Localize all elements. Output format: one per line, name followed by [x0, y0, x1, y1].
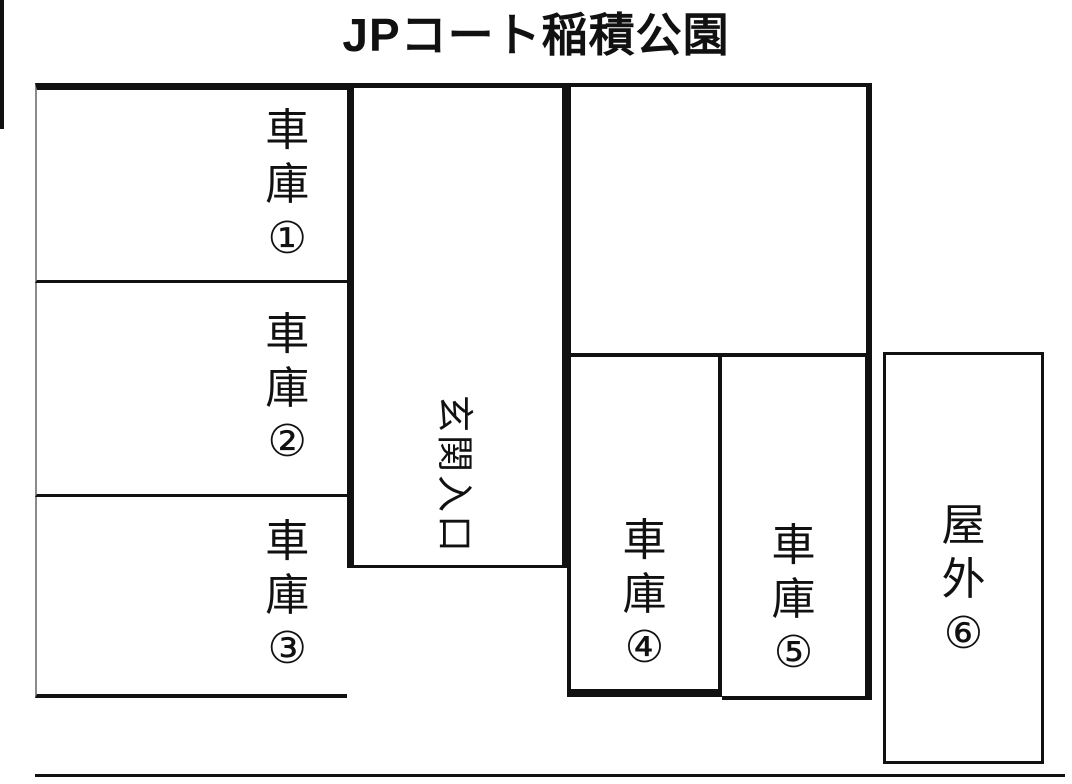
entrance-area: 玄関入口: [347, 83, 567, 568]
map-title: JPコート稲積公園: [342, 9, 730, 61]
garage-4-area: 車庫④: [567, 357, 722, 697]
entrance-label: 玄関入口: [434, 395, 475, 555]
garage-2-label: 車庫②: [265, 309, 310, 467]
garage-4-label: 車庫④: [622, 515, 667, 673]
wall-segment: [0, 0, 4, 129]
outdoor-6-area: 屋外⑥: [883, 352, 1044, 764]
garage-1-label: 車庫①: [265, 106, 310, 263]
garage-2-area: 車庫②: [35, 283, 347, 497]
bottom-boundary-line: [35, 774, 1065, 777]
garage-1-area: 車庫①: [35, 83, 347, 283]
garage-5-area: 車庫⑤: [722, 357, 872, 700]
garage-3-area: 車庫③: [35, 497, 347, 698]
outdoor-6-label: 屋外⑥: [941, 501, 986, 658]
unlabeled-building-area: [567, 83, 872, 357]
garage-3-label: 車庫③: [265, 516, 310, 674]
garage-5-label: 車庫⑤: [771, 520, 816, 678]
